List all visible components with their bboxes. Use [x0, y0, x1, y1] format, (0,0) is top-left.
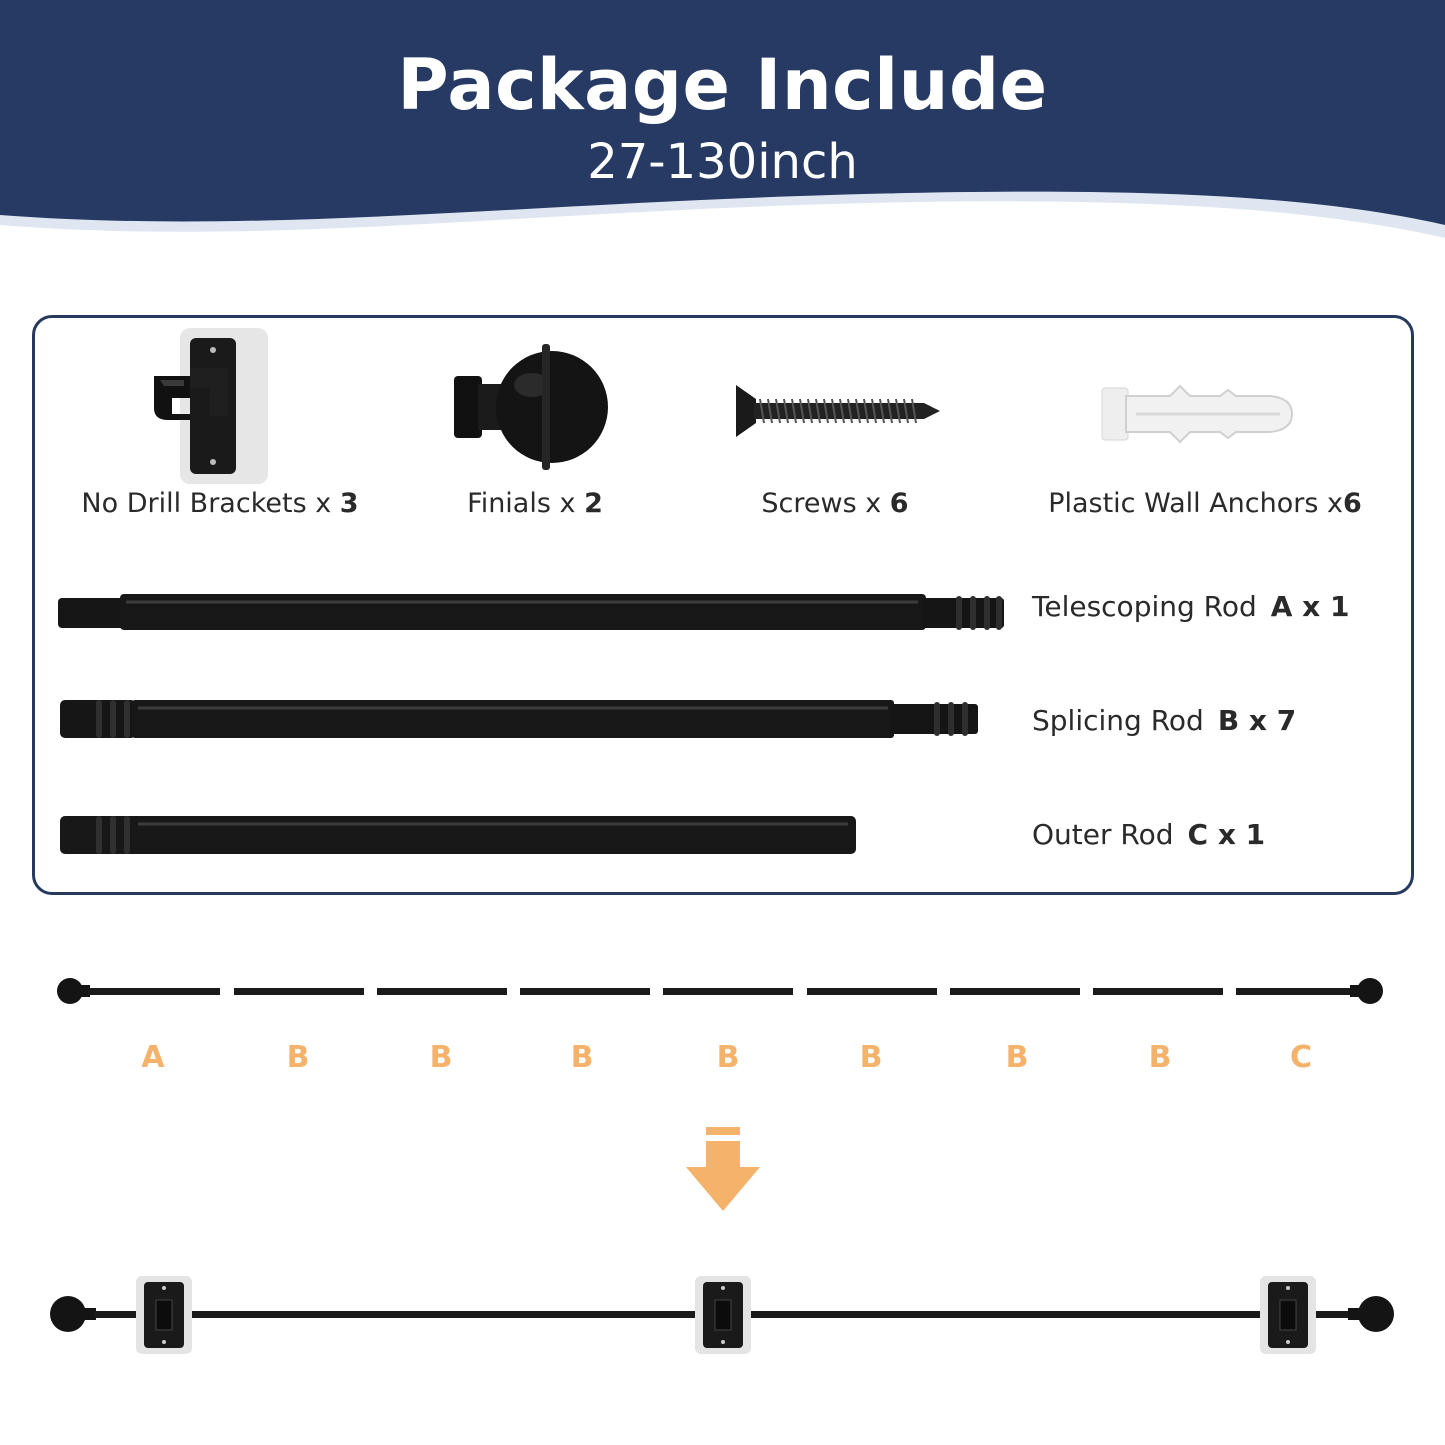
page-title: Package Include: [397, 44, 1048, 126]
outer-rod-image: [60, 816, 856, 854]
segment-label: B: [716, 1040, 740, 1075]
finial-icon: [454, 344, 608, 470]
header-banner: Package Include 27-130inch: [0, 0, 1445, 260]
arrow-down-icon: [686, 1127, 760, 1211]
screw-icon: [736, 385, 940, 437]
item-label-brackets: No Drill Brackets x 3: [81, 488, 359, 519]
segment-label: B: [429, 1040, 453, 1075]
item-label-screws: Screws x 6: [761, 488, 909, 519]
segment-label: B: [1148, 1040, 1172, 1075]
splicing-rod-image: [60, 700, 978, 738]
anchor-icon: [1101, 384, 1294, 444]
header-wave-background: [0, 0, 1445, 238]
item-label-anchors: Plastic Wall Anchors x6: [1048, 488, 1362, 519]
disassembled-rod-row: [57, 978, 1383, 1004]
telescoping-rod-image: [58, 594, 1004, 630]
bracket-icon: [154, 328, 268, 484]
assembled-rod-image: [50, 1276, 1394, 1354]
segment-label: B: [286, 1040, 310, 1075]
segment-label: A: [141, 1040, 165, 1075]
item-label-finials: Finials x 2: [467, 488, 603, 519]
segment-label: C: [1289, 1040, 1313, 1075]
segment-label: B: [859, 1040, 883, 1075]
segment-label: B: [1005, 1040, 1029, 1075]
page-subtitle: 27-130inch: [587, 134, 858, 190]
segment-label: B: [570, 1040, 594, 1075]
